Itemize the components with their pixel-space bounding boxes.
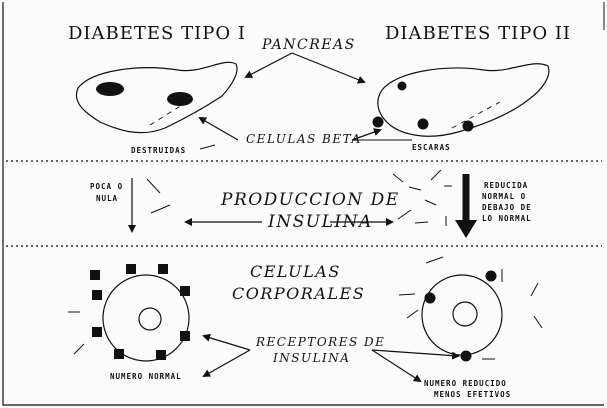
pancreas-type2-duct bbox=[451, 101, 501, 129]
insulin-receptor bbox=[158, 264, 168, 274]
pancreas-arrow-right bbox=[291, 52, 366, 84]
left-production-line1: POCA O bbox=[90, 182, 124, 191]
insulin-receptor bbox=[126, 264, 136, 274]
insulin-receptor bbox=[180, 286, 190, 296]
receptor-arrow-left-upper bbox=[202, 333, 251, 351]
receptors-line2: INSULINA bbox=[273, 351, 351, 365]
production-title-line2: INSULINA bbox=[268, 212, 373, 232]
insulin-dash bbox=[408, 186, 422, 191]
insulin-dash bbox=[73, 343, 85, 355]
reduced-number-line2: MENOS EFETIVOS bbox=[434, 390, 512, 399]
receptor-arrow-right-upper bbox=[371, 349, 460, 360]
pancreas-type1-duct bbox=[149, 99, 191, 126]
body-cells-line2: CORPORALES bbox=[232, 284, 366, 303]
destroyed-leader bbox=[199, 144, 216, 150]
pancreas-label: PANCREAS bbox=[262, 37, 356, 53]
beta-cell-destroyed-1 bbox=[96, 82, 124, 96]
pancreas-type2 bbox=[377, 63, 550, 137]
insulin-dash bbox=[146, 178, 161, 194]
beta-cell-scar-4 bbox=[462, 120, 474, 132]
insulin-receptor-reduced bbox=[485, 270, 497, 282]
insulin-dash bbox=[530, 282, 539, 297]
beta-cell-scar-3 bbox=[417, 118, 429, 130]
reduced-number-line1: NUMERO REDUCIDO bbox=[424, 379, 507, 388]
insulin-receptor bbox=[92, 327, 102, 337]
right-production-line4: LO NORMAL bbox=[482, 214, 532, 223]
insulin-dash bbox=[414, 221, 429, 224]
receptor-arrow-right-lower bbox=[371, 349, 422, 383]
pancreas-type1 bbox=[75, 61, 238, 134]
insulin-receptor bbox=[156, 350, 166, 360]
receptors-line1: RECEPTORES DE bbox=[256, 335, 386, 349]
body-cell-type1 bbox=[102, 274, 190, 362]
insulin-receptor-reduced bbox=[460, 350, 472, 362]
body-cell-type2-nucleus bbox=[452, 301, 478, 327]
right-production-line3: DEBAJO DE bbox=[482, 203, 532, 212]
insulin-dash bbox=[424, 199, 437, 206]
heading-type1: DIABETES TIPO I bbox=[68, 23, 246, 44]
insulin-receptor bbox=[90, 270, 100, 280]
beta-cell-scar-2 bbox=[372, 116, 384, 128]
production-title-line1: PRODUCCION DE bbox=[221, 190, 400, 210]
insulin-dash bbox=[398, 293, 416, 296]
beta-arrow-right bbox=[351, 128, 382, 141]
insulin-receptor-reduced bbox=[424, 292, 436, 304]
insulin-receptor bbox=[114, 349, 124, 359]
beta-cell-scar-1 bbox=[397, 81, 407, 91]
insulin-receptor bbox=[180, 331, 190, 341]
insulin-dash bbox=[150, 204, 171, 214]
insulin-dash bbox=[425, 256, 444, 264]
receptor-arrow-left-lower bbox=[202, 349, 251, 377]
body-cell-type1-nucleus bbox=[138, 307, 162, 331]
insulin-dash bbox=[406, 309, 419, 319]
beta-cell-destroyed-2 bbox=[167, 92, 193, 106]
pancreas-arrow-left bbox=[244, 52, 293, 78]
beta-arrow-left bbox=[198, 116, 239, 141]
insulin-receptor bbox=[92, 290, 102, 300]
insulin-dash bbox=[533, 315, 543, 329]
destroyed-label: DESTRUIDAS bbox=[131, 146, 187, 155]
normal-number-label: NUMERO NORMAL bbox=[110, 372, 182, 381]
heading-type2: DIABETES TIPO II bbox=[385, 23, 572, 44]
body-cells-line1: CELULAS bbox=[250, 262, 341, 281]
left-production-line2: NULA bbox=[96, 194, 119, 203]
body-cell-type2 bbox=[421, 274, 503, 356]
right-production-line2: NORMAL O bbox=[482, 192, 527, 201]
scars-label: ESCARAS bbox=[412, 143, 451, 152]
production-arrow-right-head bbox=[455, 220, 477, 238]
insulin-dash bbox=[392, 173, 404, 183]
insulin-dash bbox=[430, 169, 442, 181]
insulin-dash bbox=[397, 209, 412, 220]
right-production-line1: REDUCIDA bbox=[484, 181, 529, 190]
beta-cells-label: CELULAS BETA bbox=[246, 132, 362, 146]
